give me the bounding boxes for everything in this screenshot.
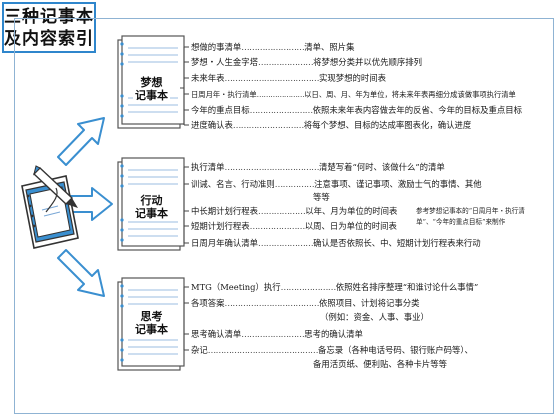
title-line-2: 及内容索引 xyxy=(4,28,94,49)
item-description: 以年、月为单位的时间表 xyxy=(305,206,398,216)
outer-frame xyxy=(14,18,554,414)
leader-dots: ……………………………… xyxy=(224,298,320,308)
leader-dots: ……………………………… xyxy=(224,162,320,172)
list-item: 思考确认清单……………………思考的确认清单 xyxy=(191,329,363,340)
item-name: 训诫、名言、行动准则 xyxy=(191,179,275,189)
leader-dots: ……………… xyxy=(258,206,306,216)
item-name: 今年的重点目标 xyxy=(191,105,250,115)
item-description: 实现梦想的时间表 xyxy=(319,73,386,83)
item-name: 中长期计划行程表 xyxy=(191,206,258,216)
list-item: 短期计划行程表…………………以周、日为单位的时间表 xyxy=(191,221,397,232)
list-item: 未来年表………………………………实现梦想的时间表 xyxy=(191,73,386,84)
item-description: 清楚写着“何时、该做什么”的清单 xyxy=(319,162,445,172)
leader-dots: ……………………………… xyxy=(224,73,320,83)
item-name: 未来年表 xyxy=(191,73,225,83)
list-item: 今年的重点目标……………………依照未来年表内容做去年的反省、今年的目标及重点目标 xyxy=(191,105,522,116)
arrow-up-right-icon xyxy=(57,117,105,166)
list-item: 训诫、名言、行动准则……………注意事项、谨记事项、激励士气的事情、其他 xyxy=(191,179,482,190)
item-description: 清单、照片集 xyxy=(304,42,355,52)
list-item: 日周月年确认清单…………………确认是否依照长、中、短期计划行程表来行动 xyxy=(191,238,481,249)
leader-dots: ………………… xyxy=(258,57,314,67)
leader-dots: …………… xyxy=(274,179,315,189)
list-item: 各项答案………………………………依照项目、计划将记事分类 xyxy=(191,298,420,309)
leader-dots: …………………… xyxy=(241,329,305,339)
list-item: 日周月年・执行清单…………………以日、周、月、年为单位，将未来年表再细分成该做事… xyxy=(191,89,516,100)
item-description: 备忘录（各种电话号码、银行账户码等）、 xyxy=(318,345,473,355)
notebook-label-thinking: 思考 记事本 xyxy=(133,309,170,337)
item-name: 日周月年・执行清单 xyxy=(191,90,257,99)
list-item: 想做的事清单……………………清单、照片集 xyxy=(191,42,355,53)
list-item: 杂记……………………………………备忘录（各种电话号码、银行账户码等）、 xyxy=(191,345,473,356)
item-description-continuation: 等等 xyxy=(313,192,330,202)
leader-dots: ………………… xyxy=(280,282,337,292)
item-description: 依照项目、计划将记事分类 xyxy=(319,298,420,308)
notebook-label-thinking-line1: 思考 xyxy=(140,310,163,323)
notebook-label-dream-line2: 记事本 xyxy=(135,89,168,102)
title-box: 三种记事本 及内容索引 xyxy=(2,2,96,53)
item-description: 依照未来年表内容做去年的反省、今年的目标及重点目标 xyxy=(312,105,522,115)
item-description: 将每个梦想、目标的达成率图表化，确认进度 xyxy=(303,120,472,130)
list-item: 梦想・人生金字塔…………………将梦想分类并以优先顺序排列 xyxy=(191,57,422,68)
item-description: 思考的确认清单 xyxy=(304,329,363,339)
title-line-1: 三种记事本 xyxy=(4,6,94,27)
item-description: 以周、日为单位的时间表 xyxy=(304,221,397,231)
item-name: 执行清单 xyxy=(191,162,225,172)
leader-dots: ………………… xyxy=(256,90,305,99)
reference-note: 参考梦想记事本的“日周月年・执行清单”、“今年的重点目标”来制作 xyxy=(416,207,525,226)
item-description: 确认是否依照长、中、短期计划行程表来行动 xyxy=(313,238,481,248)
notebook-label-thinking-line2: 记事本 xyxy=(135,323,168,336)
item-name: 日周月年确认清单 xyxy=(191,238,258,248)
notebook-label-action: 行动 记事本 xyxy=(133,193,170,221)
notebook-label-action-line1: 行动 xyxy=(140,194,163,207)
item-description-continuation: （例如：资金、人事、事业） xyxy=(320,312,429,322)
leader-dots: …………………………………… xyxy=(207,345,319,355)
item-name: 短期计划行程表 xyxy=(191,221,250,231)
leader-dots: …………………… xyxy=(241,42,305,52)
item-name: 想做的事清单 xyxy=(191,42,242,52)
notebook-label-action-line2: 记事本 xyxy=(135,207,168,220)
item-name: 梦想・人生金字塔 xyxy=(191,57,258,67)
list-item: 中长期计划行程表………………以年、月为单位的时间表 xyxy=(191,206,397,217)
list-item: MTG（Meeting）执行…………………依照姓名排序整理“和谁讨论什么事情” xyxy=(191,282,478,293)
leader-dots: ………………… xyxy=(249,221,306,231)
item-name: 思考确认清单 xyxy=(191,329,242,339)
leader-dots: ………………… xyxy=(258,238,314,248)
arrow-down-right-icon xyxy=(57,249,105,297)
item-name: 进度确认表 xyxy=(191,120,233,130)
notebook-label-dream: 梦想 记事本 xyxy=(133,75,170,103)
item-description: 以日、周、月、年为单位，将未来年表再细分成该做事项执行清单 xyxy=(304,90,516,99)
item-description-continuation: 备用活页纸、便利贴、各种卡片等等 xyxy=(313,359,447,369)
list-item: 执行清单………………………………清楚写着“何时、该做什么”的清单 xyxy=(191,162,445,173)
leader-dots: …………………… xyxy=(249,105,314,115)
item-name: 各项答案 xyxy=(191,298,225,308)
list-item: 进度确认表………………………将每个梦想、目标的达成率图表化，确认进度 xyxy=(191,120,471,131)
thinking-connector xyxy=(183,286,189,351)
item-description: 依照姓名排序整理“和谁讨论什么事情” xyxy=(335,282,479,292)
leader-dots: ……………………… xyxy=(232,120,304,130)
item-description: 将梦想分类并以优先顺序排列 xyxy=(313,57,422,67)
dream-connector xyxy=(180,46,189,126)
item-name: MTG（Meeting）执行 xyxy=(191,282,281,292)
notebook-label-dream-line1: 梦想 xyxy=(140,76,163,89)
action-connector xyxy=(183,166,189,244)
item-description: 注意事项、谨记事项、激励士气的事情、其他 xyxy=(314,179,482,189)
item-name: 杂记 xyxy=(191,345,208,355)
notebook-pen-icon xyxy=(21,165,79,249)
